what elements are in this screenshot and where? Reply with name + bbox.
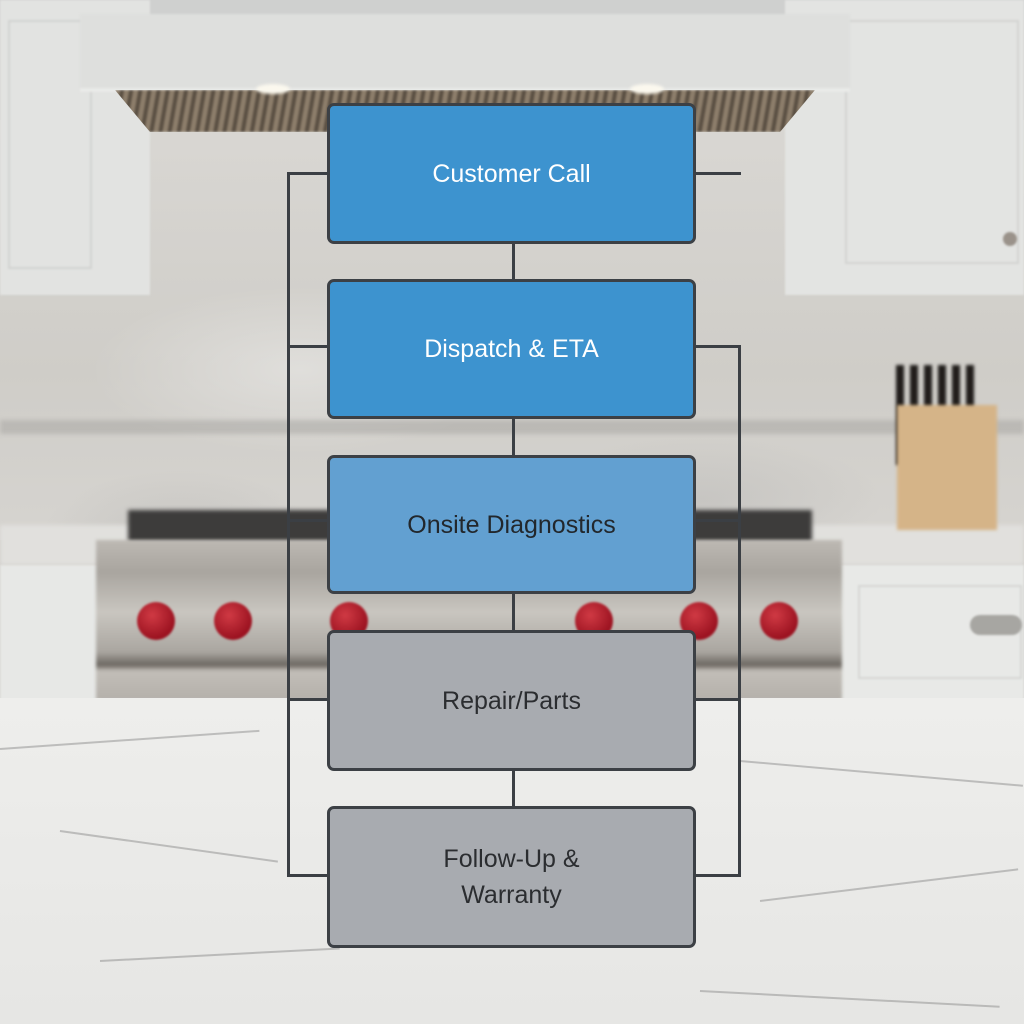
node-repair-parts: Repair/Parts — [327, 630, 696, 771]
left-rail-branch-followup — [287, 874, 328, 877]
node-customer-call: Customer Call — [327, 103, 696, 244]
right-stub-call — [696, 172, 741, 175]
base-cabinet-left — [0, 565, 100, 700]
node-label: Dispatch & ETA — [424, 335, 599, 363]
cabinet-knob — [1003, 232, 1017, 246]
node-label: Onsite Diagnostics — [407, 510, 616, 539]
connector-diagnostics-to-repair — [512, 593, 515, 630]
hood-light — [256, 84, 290, 94]
stove-dial — [760, 602, 798, 640]
connector-call-to-dispatch — [512, 243, 515, 279]
left-rail-branch-diagnostics — [287, 519, 328, 522]
stove-dial — [137, 602, 175, 640]
node-onsite-diagnostics: Onsite Diagnostics — [327, 455, 696, 594]
right-rail — [738, 345, 741, 877]
left-rail-branch-call — [287, 172, 328, 175]
right-rail-branch-followup — [696, 874, 741, 877]
stove-dial — [214, 602, 252, 640]
right-rail-branch-dispatch — [696, 345, 741, 348]
node-label: Customer Call — [432, 159, 591, 188]
node-dispatch-eta: Dispatch & ETA — [327, 279, 696, 419]
right-rail-branch-diagnostics — [696, 519, 741, 522]
right-rail-branch-repair — [696, 698, 741, 701]
left-rail-branch-dispatch — [287, 345, 328, 348]
drawer-handle — [970, 615, 1022, 635]
connector-repair-to-followup — [512, 770, 515, 806]
node-label: Follow-Up & Warranty — [443, 845, 580, 909]
node-label: Repair/Parts — [442, 686, 581, 715]
left-rail-branch-repair — [287, 698, 328, 701]
node-follow-up-warranty: Follow-Up & Warranty — [327, 806, 696, 948]
hood-light — [630, 84, 664, 94]
knife-block — [897, 405, 997, 530]
left-rail — [287, 172, 290, 877]
connector-dispatch-to-diagnostics — [512, 418, 515, 455]
